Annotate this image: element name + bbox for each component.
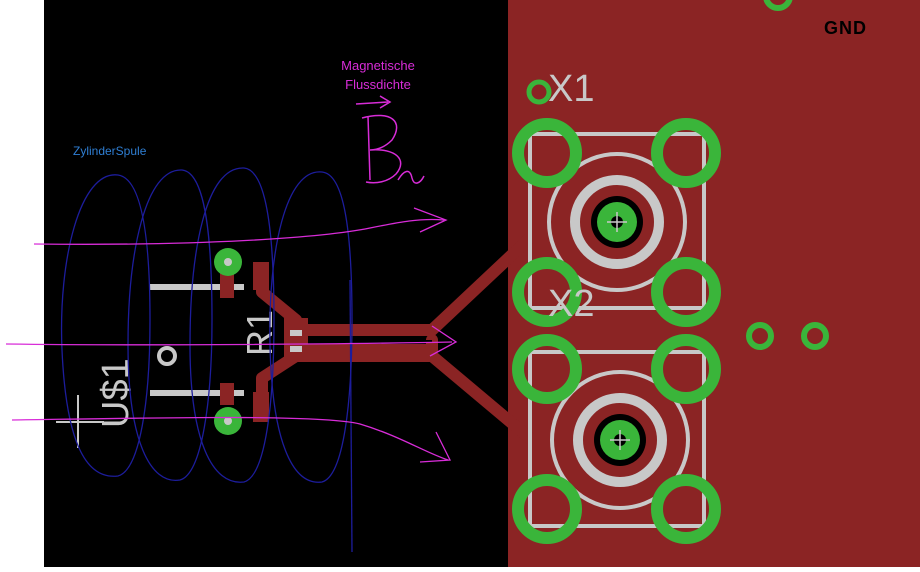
- coil-label: ZylinderSpule: [73, 144, 147, 158]
- x2-pad-corner-tr[interactable]: [651, 334, 721, 404]
- x2-pad-corner-br[interactable]: [651, 474, 721, 544]
- x1-pad-corner-tr[interactable]: [651, 118, 721, 188]
- flux-arrow-lower: [11, 416, 449, 461]
- pad-top-partial[interactable]: [763, 0, 793, 11]
- x1-connector[interactable]: X1: [512, 68, 721, 327]
- flux-arrows: [5, 207, 458, 463]
- coil-sketch: [60, 167, 353, 553]
- via-1[interactable]: [746, 322, 774, 350]
- x2-pad-corner-tl[interactable]: [512, 334, 582, 404]
- via-2[interactable]: [801, 322, 829, 350]
- magnetic-flux-label-line1: Magnetische: [341, 58, 415, 73]
- x1-label: X1: [548, 68, 594, 110]
- flux-density-symbol: [355, 95, 425, 184]
- x2-connector[interactable]: X2: [512, 283, 721, 544]
- board-background: [44, 0, 510, 567]
- flux-arrow-middle: [5, 341, 453, 346]
- x1-marker-pad[interactable]: [526, 79, 552, 105]
- x2-label: X2: [548, 283, 594, 325]
- magnetic-flux-label-line2: Flussdichte: [345, 77, 411, 92]
- flux-arrow-upper: [33, 218, 445, 245]
- x1-pad-corner-tl[interactable]: [512, 118, 582, 188]
- gnd-label: GND: [824, 18, 867, 38]
- x1-pad-corner-br[interactable]: [651, 257, 721, 327]
- trace-lower[interactable]: [256, 350, 612, 446]
- x2-pad-corner-bl[interactable]: [512, 474, 582, 544]
- x1-pad-corner-bl[interactable]: [512, 257, 582, 327]
